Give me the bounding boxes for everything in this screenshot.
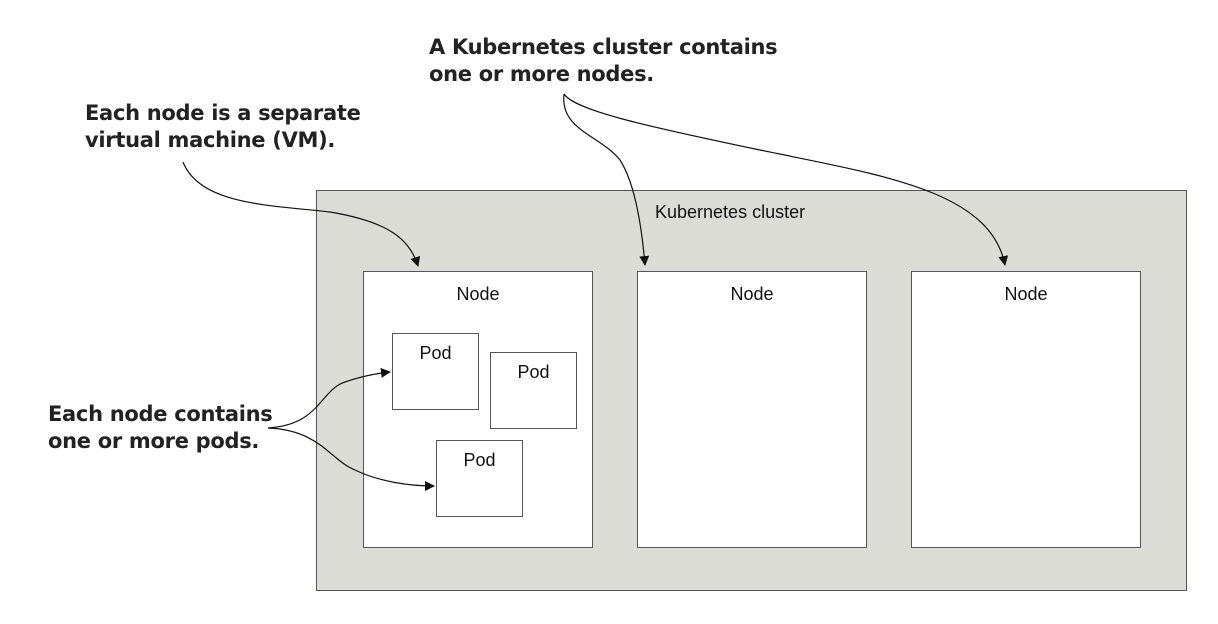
- callout-line: Each node contains: [48, 402, 273, 426]
- callout-line: one or more nodes.: [429, 62, 654, 86]
- callout-node-contains-pods: Each node contains one or more pods.: [48, 401, 273, 455]
- callout-line: virtual machine (VM).: [85, 128, 336, 152]
- pod-label: Pod: [463, 450, 496, 470]
- node-label: Node: [456, 284, 500, 304]
- node-3: Node: [911, 271, 1141, 548]
- cluster-label: Kubernetes cluster: [655, 202, 806, 222]
- node-label: Node: [1004, 284, 1048, 304]
- callout-node-is-vm: Each node is a separate virtual machine …: [85, 100, 361, 154]
- node-label: Node: [730, 284, 774, 304]
- node-2: Node: [637, 271, 867, 548]
- pod-1: Pod: [392, 333, 479, 410]
- pod-2: Pod: [490, 352, 577, 429]
- pod-label: Pod: [419, 343, 452, 363]
- callout-line: one or more pods.: [48, 429, 260, 453]
- callout-line: A Kubernetes cluster contains: [429, 35, 778, 59]
- pod-3: Pod: [436, 440, 523, 517]
- callout-line: Each node is a separate: [85, 101, 361, 125]
- callout-cluster-contains-nodes: A Kubernetes cluster contains one or mor…: [429, 34, 778, 88]
- pod-label: Pod: [517, 362, 550, 382]
- node-1: Node Pod Pod Pod: [363, 271, 593, 548]
